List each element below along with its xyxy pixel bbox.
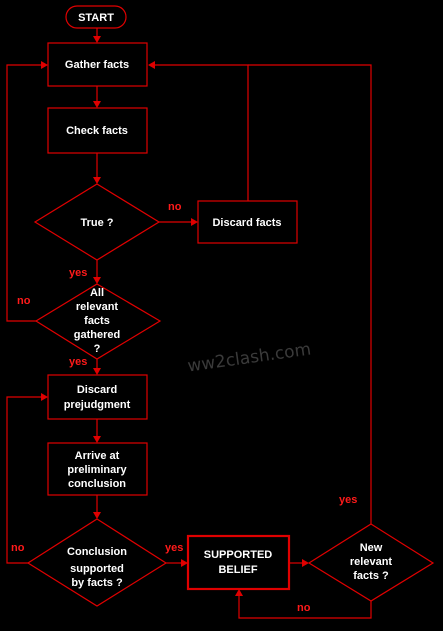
all-facts-line-2: relevant <box>76 301 119 313</box>
arrowhead <box>302 559 309 567</box>
preliminary-line-1: Arrive at <box>75 450 120 462</box>
all-facts-line-1: All <box>90 287 104 299</box>
supported-belief-line-2: BELIEF <box>218 564 257 576</box>
conclusion-line-3: by facts ? <box>71 577 123 589</box>
preliminary-line-3: conclusion <box>68 478 126 490</box>
discard-prejudgment-line-2: prejudgment <box>64 399 131 411</box>
true-decision-node <box>33 183 161 261</box>
arrowhead <box>148 61 155 69</box>
all-facts-line-5: ? <box>94 343 101 355</box>
new-facts-line-2: relevant <box>350 556 393 568</box>
label-conclusion-no: no <box>11 542 25 554</box>
check-facts-label: Check facts <box>66 125 128 137</box>
all-facts-line-3: facts <box>84 315 110 327</box>
edge-new-gather <box>248 64 372 524</box>
label-all-yes: yes <box>69 356 87 368</box>
arrowhead <box>93 101 101 108</box>
conclusion-line-1: Conclusion <box>67 546 127 558</box>
conclusion-line-2: supported <box>70 563 124 575</box>
discard-prejudgment-node <box>47 374 148 420</box>
arrowhead <box>93 436 101 443</box>
label-new-no: no <box>297 602 311 614</box>
new-facts-line-3: facts ? <box>353 570 389 582</box>
arrowhead <box>191 218 198 226</box>
label-true-yes: yes <box>69 267 87 279</box>
gather-facts-label: Gather facts <box>65 59 129 71</box>
arrowhead <box>93 277 101 284</box>
gather-facts-node <box>47 42 148 87</box>
arrowhead <box>93 36 101 43</box>
arrowhead <box>93 177 101 184</box>
label-all-no: no <box>17 295 31 307</box>
new-facts-line-1: New <box>360 542 383 554</box>
all-facts-decision-node <box>34 283 162 360</box>
label-true-no: no <box>168 201 182 213</box>
new-facts-decision-node <box>307 523 435 602</box>
arrowhead <box>181 559 188 567</box>
watermark: ww2clash.com <box>186 339 312 376</box>
arrowhead <box>41 61 48 69</box>
edge-all-gather <box>6 64 42 322</box>
true-decision-label: True ? <box>80 217 113 229</box>
preliminary-line-2: preliminary <box>67 464 127 476</box>
discard-prejudgment-line-1: Discard <box>77 384 117 396</box>
arrowhead <box>235 589 243 596</box>
discard-facts-label: Discard facts <box>212 217 281 229</box>
edge-new-supported <box>238 595 372 619</box>
edge-discard-gather <box>154 64 249 201</box>
label-conclusion-yes: yes <box>165 542 183 554</box>
label-new-yes: yes <box>339 494 357 506</box>
all-facts-line-4: gathered <box>74 329 120 341</box>
start-node <box>65 5 127 29</box>
preliminary-conclusion-node <box>47 442 148 496</box>
supported-belief-line-1: SUPPORTED <box>204 549 273 561</box>
arrowhead <box>93 368 101 375</box>
arrowhead <box>93 512 101 519</box>
edge-conclusion-discard-prejudgment <box>6 396 42 564</box>
start-label: START <box>78 12 114 24</box>
discard-facts-node <box>197 200 298 244</box>
arrowhead <box>41 393 48 401</box>
conclusion-decision-node <box>26 518 168 607</box>
supported-belief-node <box>186 534 291 591</box>
check-facts-node <box>47 107 148 154</box>
